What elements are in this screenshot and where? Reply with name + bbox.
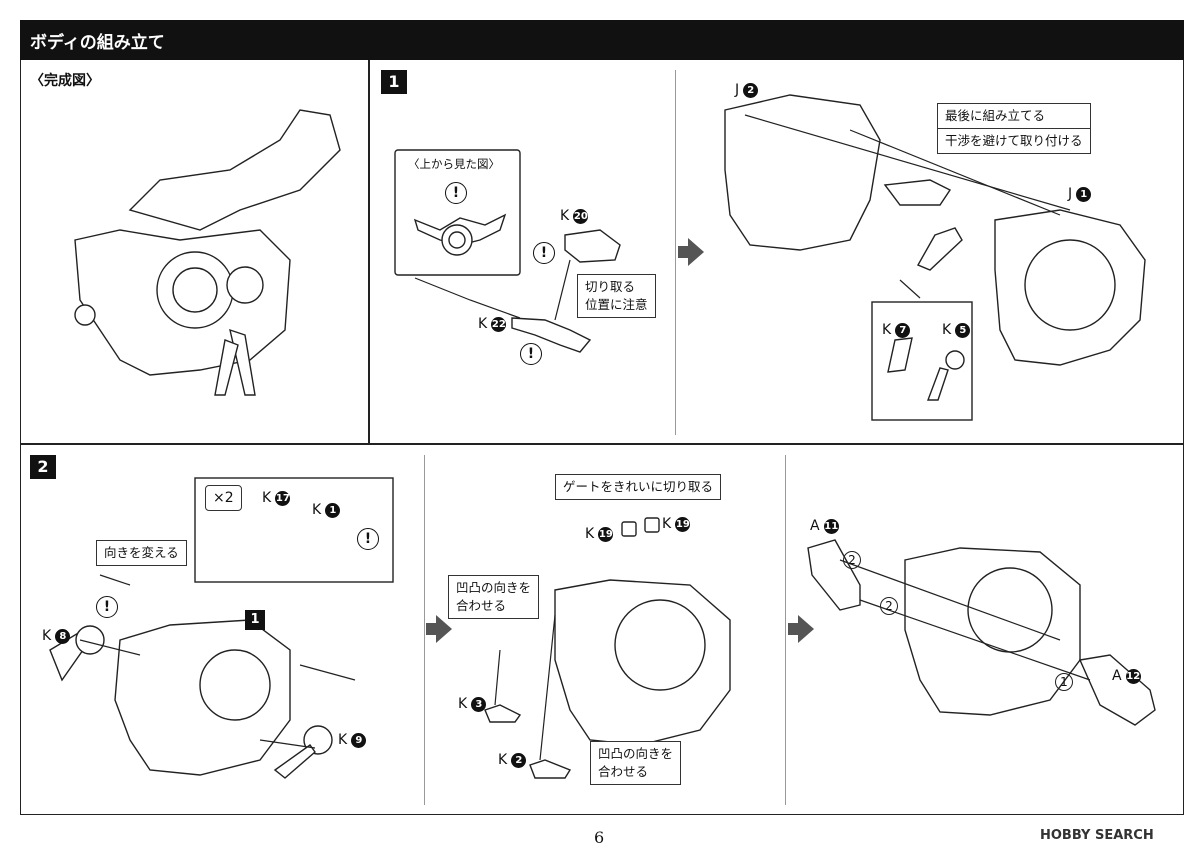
warning-icon: !	[520, 343, 542, 365]
divider-step1	[675, 70, 676, 435]
order-marker-2: 2	[880, 597, 898, 615]
next-arrow-icon	[678, 238, 704, 266]
next-arrow-icon	[788, 615, 814, 643]
warning-icon: !	[357, 528, 379, 550]
part-label-k5: K 5	[942, 322, 971, 338]
next-arrow-icon	[426, 615, 452, 643]
part-label-k19-right: K 19	[662, 516, 691, 532]
instruction-frame	[20, 60, 1184, 815]
part-label-k1: K 1	[312, 502, 341, 518]
part-label-k2: K 2	[498, 752, 527, 768]
warning-icon: !	[533, 242, 555, 264]
part-label-k19-left: K 19	[585, 526, 614, 542]
align-note-bottom: 凹凸の向きを合わせる	[590, 741, 682, 785]
part-label-j2: J 2	[735, 82, 759, 98]
align-note-top: 凹凸の向きを合わせる	[448, 575, 540, 619]
page-number: 6	[594, 828, 605, 847]
part-label-a12: A 12	[1112, 668, 1141, 684]
orientation-note: 向きを変える	[96, 540, 187, 566]
step-number-2: 2	[30, 455, 56, 479]
order-marker-1: 1	[1055, 673, 1073, 691]
assembly-order-note: 最後に組み立てる 干渉を避けて取り付ける	[937, 103, 1091, 154]
order-marker-2: 2	[843, 551, 861, 569]
part-label-k7: K 7	[882, 322, 911, 338]
section-header: ボディの組み立て	[20, 20, 1184, 60]
divider-step2b	[785, 455, 786, 805]
watermark-logo: HOBBY SEARCH	[1040, 828, 1154, 843]
part-label-k17: K 17	[262, 490, 291, 506]
part-label-a11: A 11	[810, 518, 839, 534]
part-label-j1: J 1	[1068, 186, 1092, 202]
part-label-k22: K 22	[478, 316, 507, 332]
divider-step2a	[424, 455, 425, 805]
step-number-1: 1	[381, 70, 407, 94]
part-label-k20: K 20	[560, 208, 589, 224]
warning-icon: !	[96, 596, 118, 618]
part-label-k9: K 9	[338, 732, 367, 748]
complete-figure-title: 〈完成図〉	[30, 73, 100, 89]
divider-vertical-1	[368, 60, 370, 444]
gate-cut-note: ゲートをきれいに切り取る	[555, 474, 722, 500]
topview-label: 〈上から見た図〉	[408, 157, 500, 171]
quantity-badge: ×2	[205, 485, 242, 511]
part-label-k3: K 3	[458, 696, 487, 712]
reference-step-1: 1	[245, 610, 265, 630]
warning-icon: !	[445, 182, 467, 204]
divider-horizontal	[20, 443, 1184, 445]
cut-position-note: 切り取る位置に注意	[577, 274, 656, 318]
section-title: ボディの組み立て	[30, 33, 165, 53]
part-label-k8: K 8	[42, 628, 71, 644]
